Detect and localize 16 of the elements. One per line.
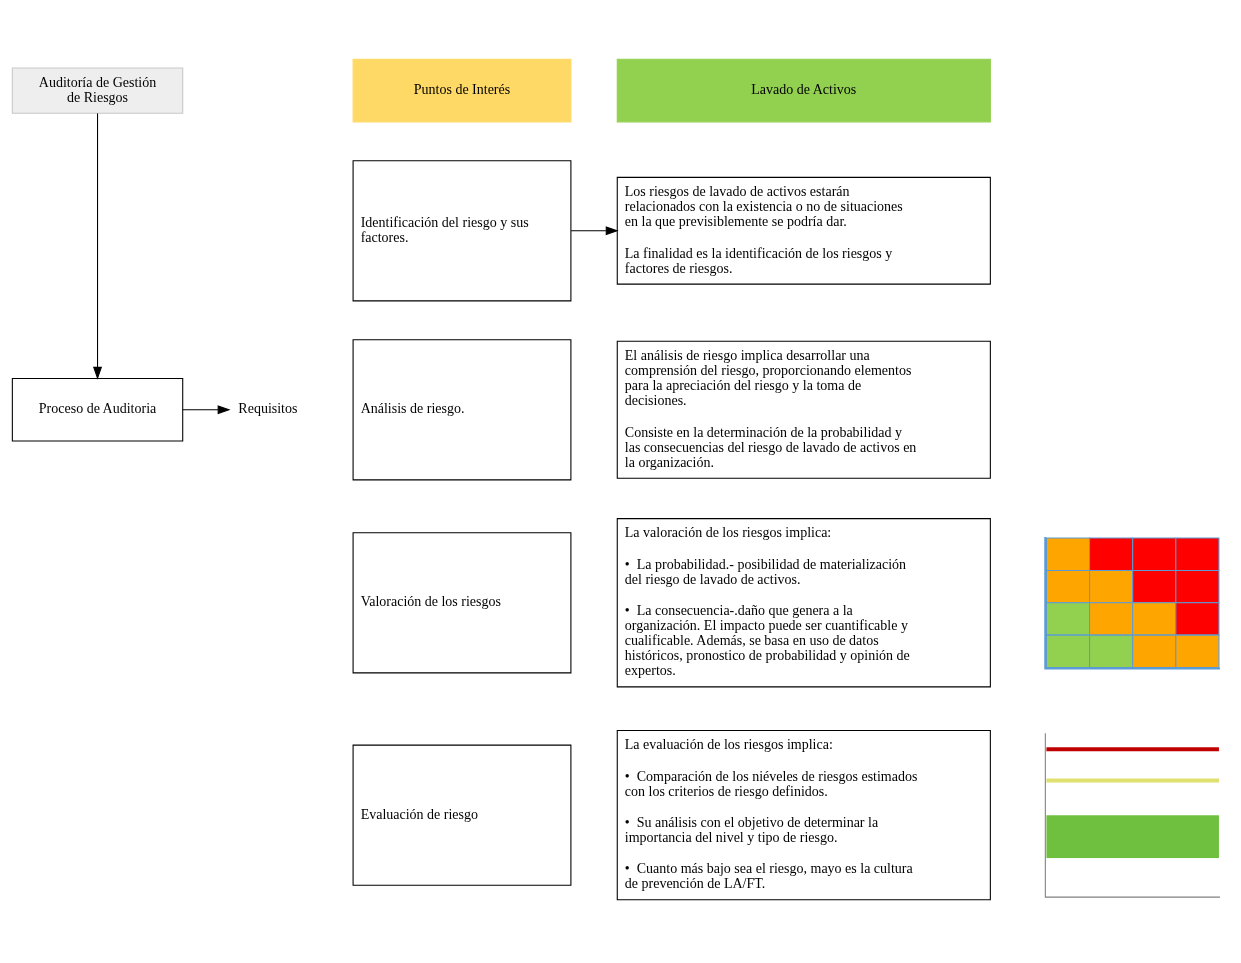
arrow [182,404,231,414]
arrow [93,112,103,380]
node-box: Proceso de Auditoria [11,377,184,442]
arrow [570,225,619,235]
node-box: Identificación del riesgo y sus factores. [352,159,572,301]
node-text: Requisitos [238,400,298,416]
node-box: El análisis de riesgo implica desarrollar una comprensión del riesgo, proporcionando elementos para la apreciación del riesgo y la toma de decisiones. Consiste en la determinación de la probabilidad y las consecuencias del riesgo de lavado de activos en la organización. [616,340,991,479]
node-box: Valoración de los riesgos [352,531,572,673]
node-box: Auditoría de Gestión de Riesgos [11,66,184,114]
node-box: La evaluación de los riesgos implica: • Comparación de los niéveles de riesgos estimados con los criterios de riesgo definidos. • Su análisis con el objetivo de determinar la importancia del nivel y tipo de riesgo. • Cuanto más bajo sea el riesgo, mayo es la cultura de prevención de LA/FT. [616,729,991,900]
node-box: Lavado de Activos [616,58,991,122]
node-box: Puntos de Interés [352,58,572,122]
node-box: La valoración de los riesgos implica: • La probabilidad.- posibilidad de materialización del riesgo de lavado de activos. • La consecuencia-.daño que genera a la organización. El impacto puede ser cuantificable y cualificable. Además, se basa en uso de datos históricos, pronostico de probabilidad y opinión de expertos. [616,517,991,687]
node-box: Análisis de riesgo. [352,338,572,480]
node-box: Los riesgos de lavado de activos estarán relacionados con la existencia o no de situaciones en la que previsiblemente se podría dar. La finalidad es la identificación de los riesgos y factores de riesgos. [616,176,991,285]
node-box: Evaluación de riesgo [352,744,572,886]
